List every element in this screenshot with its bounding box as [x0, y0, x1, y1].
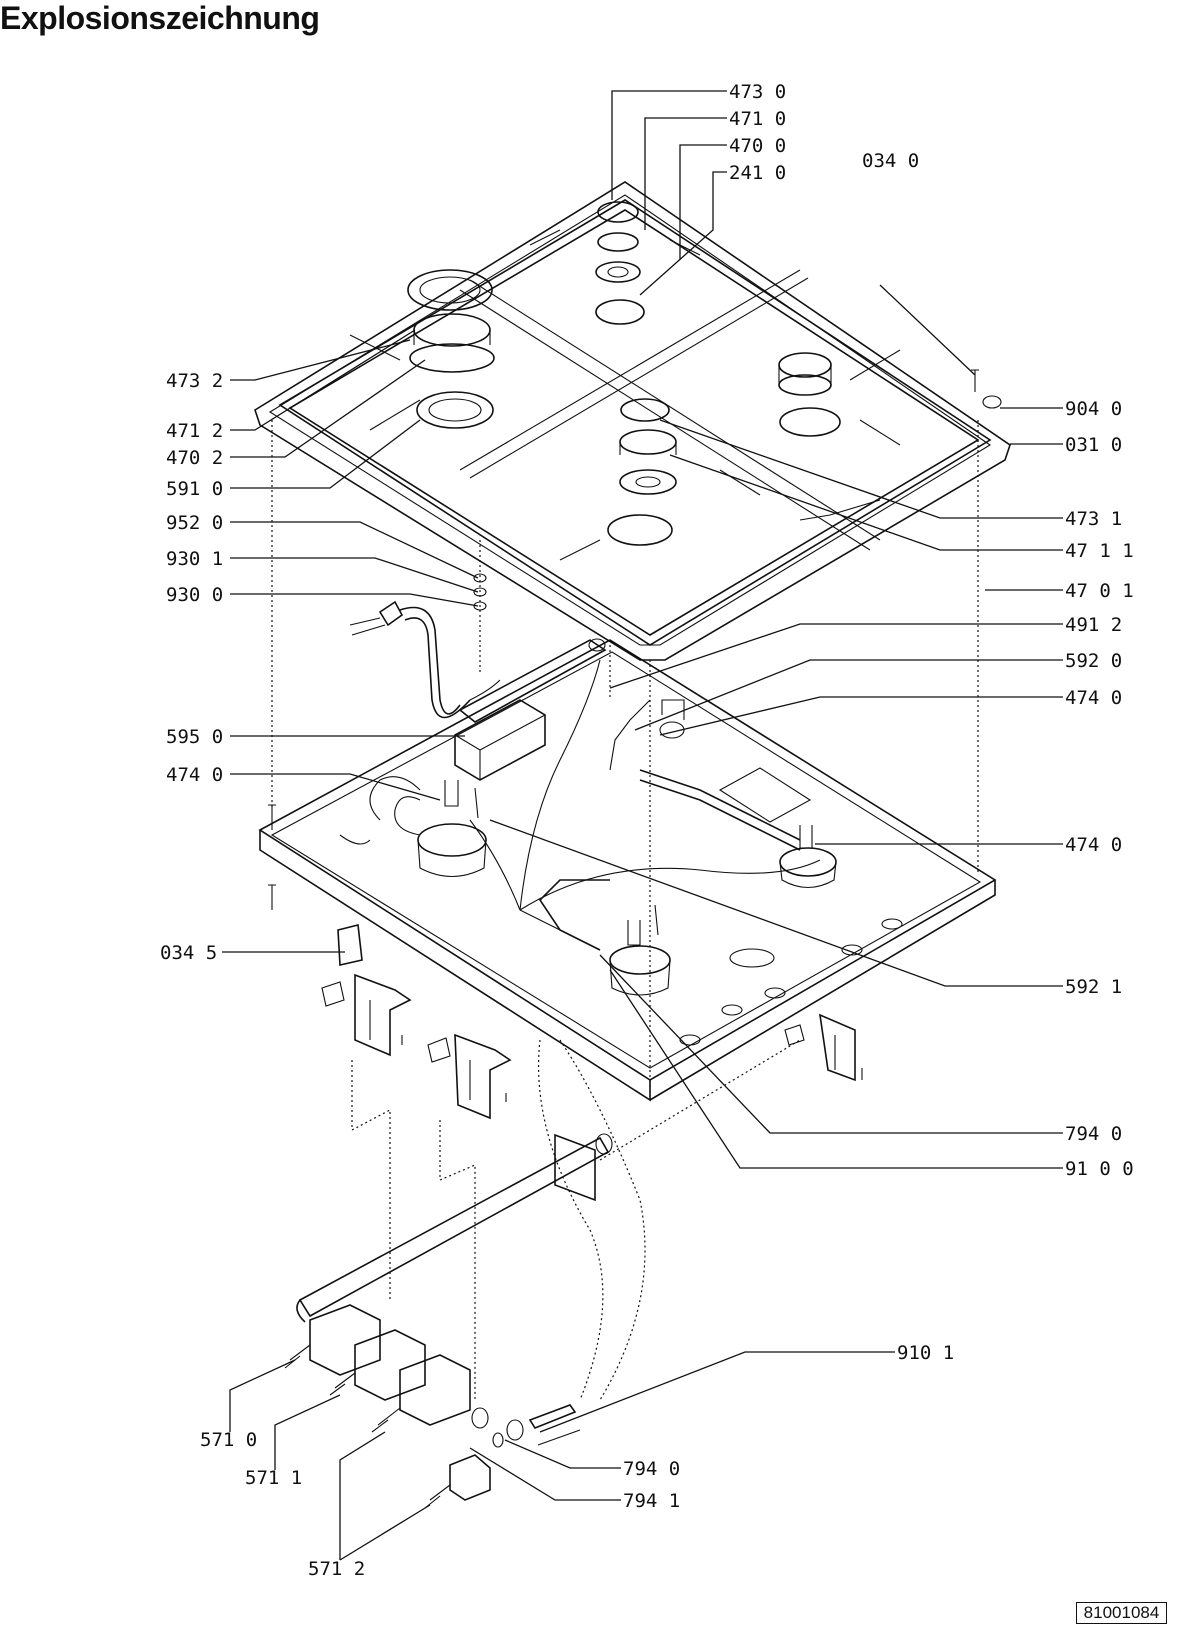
gas-manifold — [296, 1133, 613, 1323]
callout-794-0-lower: 794 0 — [623, 1458, 680, 1480]
mains-cable — [349, 600, 501, 719]
callout-034-0: 034 0 — [862, 150, 919, 172]
gas-taps — [284, 1304, 491, 1509]
callout-470-1: 47 0 1 — [1065, 580, 1134, 602]
callout-571-1: 571 1 — [245, 1467, 302, 1489]
callout-952-0: 952 0 — [166, 512, 223, 534]
callout-474-0-right: 474 0 — [1065, 834, 1122, 856]
callout-595-0: 595 0 — [166, 726, 223, 748]
burner-cup-right — [779, 825, 837, 889]
callout-473-0: 473 0 — [729, 81, 786, 103]
callout-474-0-left: 474 0 — [166, 764, 223, 786]
callout-471-2: 471 2 — [166, 420, 223, 442]
callout-470-0: 470 0 — [729, 135, 786, 157]
callout-930-1: 930 1 — [166, 548, 223, 570]
burner-cup-front — [609, 904, 671, 996]
burner-medium-front — [607, 398, 677, 546]
callout-473-2: 473 2 — [166, 370, 223, 392]
callout-930-0: 930 0 — [166, 584, 223, 606]
burner-large-left — [407, 269, 495, 429]
callout-910-1: 910 1 — [897, 1342, 954, 1364]
callout-794-1: 794 1 — [623, 1490, 680, 1512]
page-title: Explosionszeichnung — [0, 0, 320, 36]
pan-support-grid — [278, 199, 992, 646]
hob-top-plate — [254, 181, 1011, 661]
side-brackets — [321, 924, 856, 1120]
callout-571-0: 571 0 — [200, 1429, 257, 1451]
rear-gas-pipe — [458, 638, 607, 723]
callout-571-2: 571 2 — [308, 1558, 365, 1580]
burner-medium-right — [778, 352, 841, 437]
callout-794-0-upper: 794 0 — [1065, 1123, 1122, 1145]
callout-592-0: 592 0 — [1065, 650, 1122, 672]
assembly-dotted-lines — [271, 420, 979, 1401]
callout-241-0: 241 0 — [729, 162, 786, 184]
burner-cup-left — [417, 780, 487, 877]
callout-470-2: 470 2 — [166, 447, 223, 469]
callout-473-1: 473 1 — [1065, 508, 1122, 530]
callout-591-0: 591 0 — [166, 478, 223, 500]
callout-471-0: 471 0 — [729, 108, 786, 130]
ignition-wires — [339, 659, 821, 951]
callout-491-2: 491 2 — [1065, 614, 1122, 636]
callout-471-1: 47 1 1 — [1065, 540, 1134, 562]
thermocouple — [492, 1404, 581, 1448]
fixing-screw-right — [971, 369, 1002, 409]
burner-small-rear — [595, 201, 645, 325]
ignition-module — [454, 699, 546, 781]
callout-592-1: 592 1 — [1065, 976, 1122, 998]
document-number: 81001084 — [1076, 1602, 1167, 1624]
callout-031-0: 031 0 — [1065, 434, 1122, 456]
callout-910-0: 91 0 0 — [1065, 1158, 1134, 1180]
callout-904-0: 904 0 — [1065, 398, 1122, 420]
callout-474-0-upper: 474 0 — [1065, 687, 1122, 709]
front-screws — [268, 804, 863, 1102]
leader-lines — [222, 90, 1063, 1561]
callout-034-5: 034 5 — [160, 942, 217, 964]
callout-labels: 473 0 471 0 470 0 241 0 034 0 904 0 031 … — [160, 81, 1134, 1580]
